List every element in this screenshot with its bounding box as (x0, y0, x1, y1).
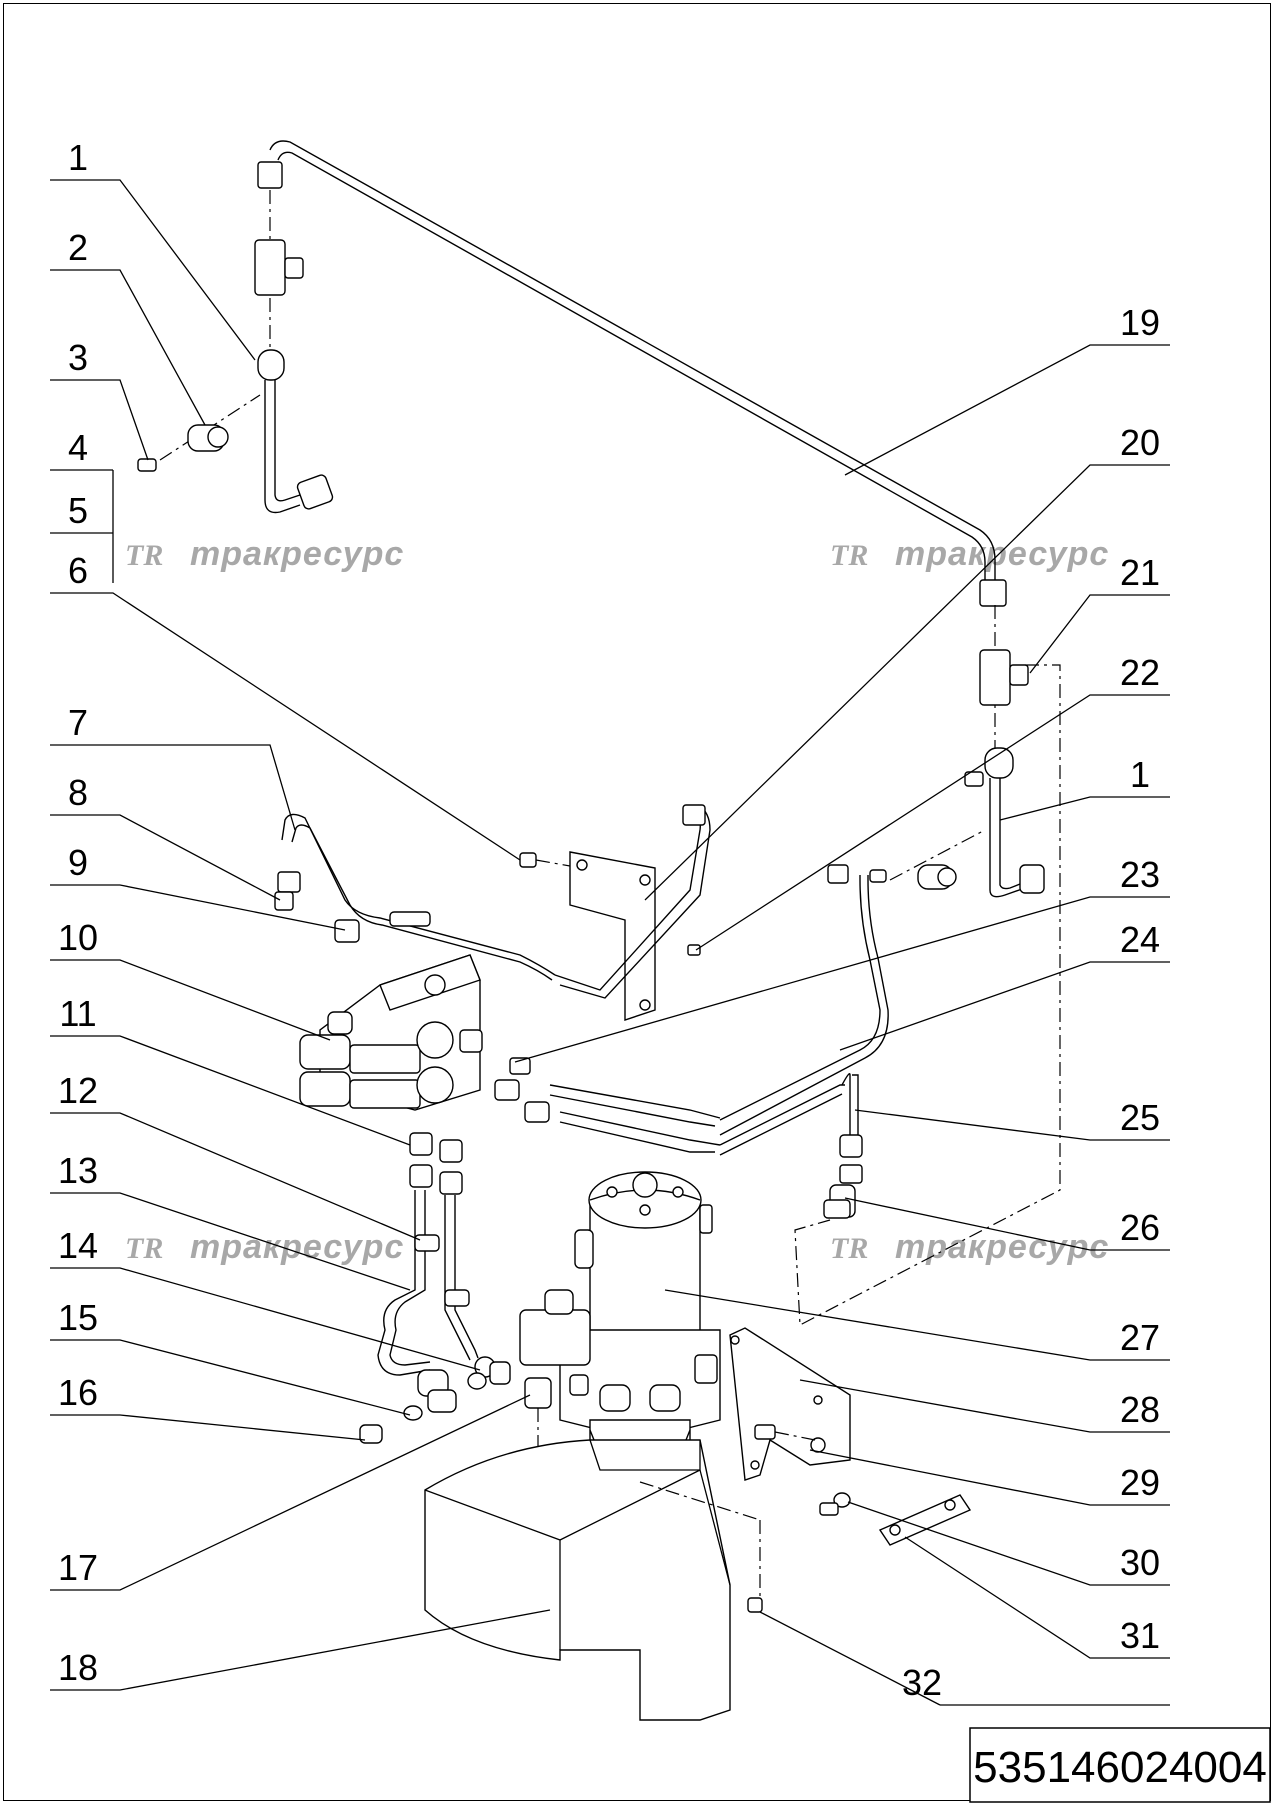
callout-5: 5 (68, 490, 88, 531)
callout-22: 22 (1120, 652, 1160, 693)
callout-15: 15 (58, 1297, 98, 1338)
callout-26: 26 (1120, 1207, 1160, 1248)
callouts-left: 1 2 3 4 5 6 7 8 9 10 11 12 13 14 15 16 1… (58, 137, 98, 1688)
svg-text:TR: TR (830, 539, 868, 572)
valve-block (274, 891, 483, 1111)
callout-17: 17 (58, 1547, 98, 1588)
callout-16: 16 (58, 1372, 98, 1413)
leader-lines (50, 179, 1170, 1706)
document-number: 535146024004 (973, 1743, 1267, 1792)
callouts-right: 19 20 21 22 1 23 24 25 26 27 28 29 30 31… (902, 302, 1160, 1703)
callout-4: 4 (68, 427, 88, 468)
watermark-bottom-right: TR тракресурс (830, 1228, 1108, 1266)
callout-21: 21 (1120, 552, 1160, 593)
callout-28: 28 (1120, 1389, 1160, 1430)
svg-text:TR: TR (125, 539, 163, 572)
watermark-bottom-left: TR тракресурс (125, 1228, 404, 1266)
right-tee-assembly (869, 605, 1045, 898)
callout-14: 14 (58, 1225, 98, 1266)
callout-3: 3 (68, 337, 88, 378)
callout-20: 20 (1120, 422, 1160, 463)
callout-12: 12 (58, 1070, 98, 1111)
callout-11: 11 (59, 993, 96, 1034)
callout-19: 19 (1120, 302, 1160, 343)
callout-31: 31 (1120, 1615, 1160, 1656)
svg-text:тракресурс: тракресурс (895, 535, 1109, 573)
hoses-lower-left (359, 1132, 511, 1444)
callout-23: 23 (1120, 854, 1160, 895)
hose-route-line (794, 664, 1061, 1326)
mounting-bracket-upper (519, 851, 701, 1021)
document-number-box: 535146024004 (969, 1727, 1271, 1803)
upper-left-tee-assembly (137, 190, 334, 514)
svg-text:TR: TR (125, 1232, 163, 1265)
callout-32: 32 (902, 1662, 942, 1703)
callout-25: 25 (1120, 1097, 1160, 1138)
callout-18: 18 (58, 1647, 98, 1688)
reservoir-tank (424, 1439, 761, 1721)
callout-1: 1 (68, 137, 88, 178)
callout-27: 27 (1120, 1317, 1160, 1358)
callout-2: 2 (68, 227, 88, 268)
callout-1-right: 1 (1130, 754, 1150, 795)
pipe-7 (277, 804, 711, 999)
pump-motor-unit (519, 1171, 721, 1469)
callout-9: 9 (68, 842, 88, 883)
watermark-top-right: TR тракресурс (830, 535, 1109, 573)
mounting-bracket-lower (729, 1327, 972, 1613)
callout-8: 8 (68, 772, 88, 813)
callout-6: 6 (68, 550, 88, 591)
drawing-frame (3, 3, 1271, 1801)
callout-24: 24 (1120, 919, 1160, 960)
callout-29: 29 (1120, 1462, 1160, 1503)
svg-text:тракресурс: тракресурс (190, 1228, 404, 1266)
svg-text:тракресурс: тракресурс (190, 535, 404, 573)
watermark-top-left: TR тракресурс (125, 535, 404, 573)
elbow-fitting (823, 1164, 863, 1219)
callout-30: 30 (1120, 1542, 1160, 1583)
callout-10: 10 (58, 917, 98, 958)
svg-text:TR: TR (830, 1232, 868, 1265)
overhead-pipe (257, 140, 1007, 607)
callout-7: 7 (68, 702, 88, 743)
callout-13: 13 (58, 1150, 98, 1191)
